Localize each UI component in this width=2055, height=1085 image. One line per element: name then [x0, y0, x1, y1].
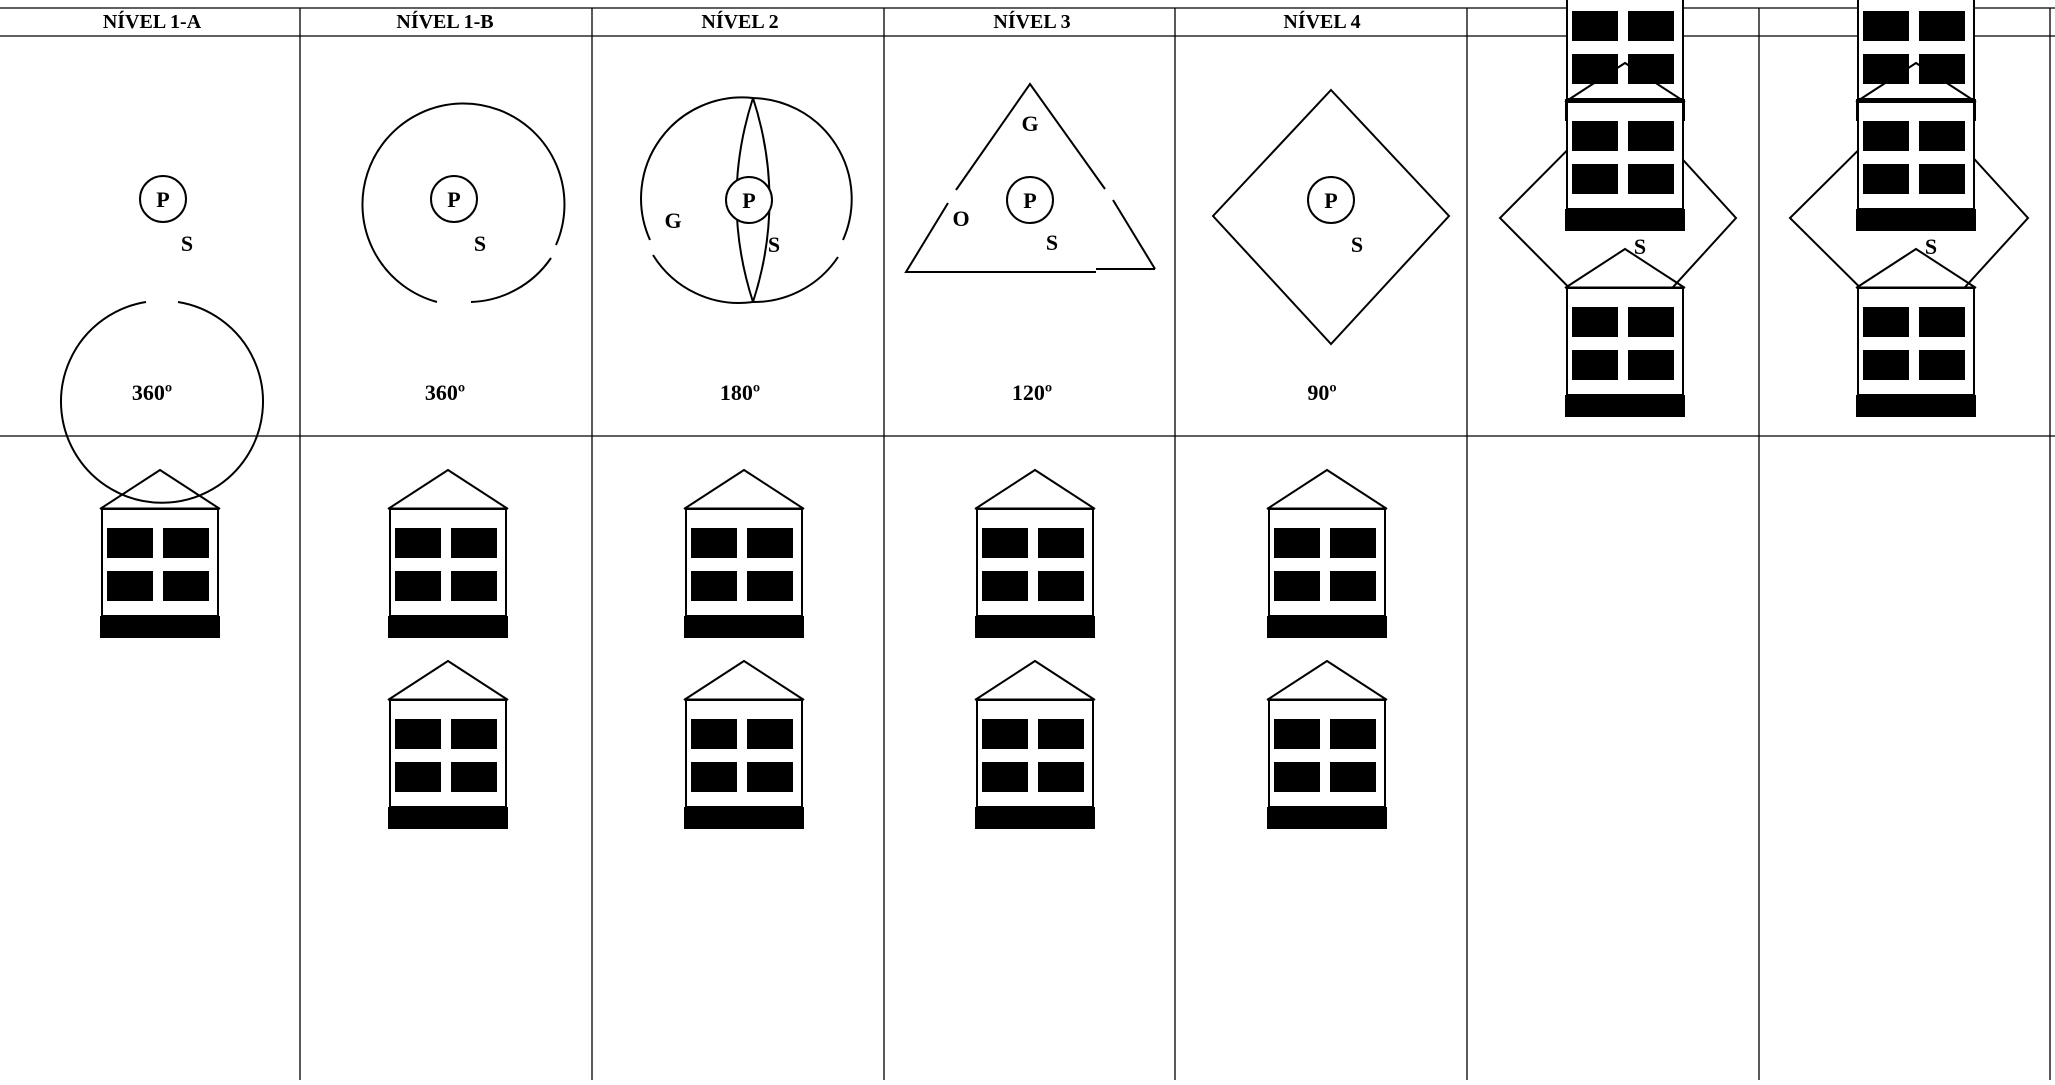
- house-icon: [1856, 249, 1976, 417]
- column-header: NÍVEL 2: [701, 10, 778, 33]
- house-icon: [684, 470, 804, 638]
- circle-boundary: [471, 258, 551, 302]
- house-icon: [1267, 661, 1387, 829]
- angle-label: 120º: [1012, 380, 1052, 405]
- p-label: P: [447, 187, 460, 212]
- triangle-boundary: [956, 84, 1105, 190]
- s-label: S: [1046, 230, 1058, 255]
- s-label: S: [1634, 234, 1646, 259]
- house-icon: [388, 470, 508, 638]
- angle-label: 90º: [1307, 380, 1336, 405]
- house-icon: [1565, 249, 1685, 417]
- s-label: S: [1925, 234, 1937, 259]
- p-label: P: [1324, 188, 1337, 213]
- s-label: S: [768, 232, 780, 257]
- house-icon: [684, 661, 804, 829]
- circle-boundary: [362, 104, 564, 302]
- o-label: O: [952, 206, 969, 231]
- p-label: P: [1023, 188, 1036, 213]
- triangle-boundary: [1113, 200, 1155, 269]
- angle-label: 180º: [720, 380, 760, 405]
- header-row: NÍVEL 1-A NÍVEL 1-B NÍVEL 2 NÍVEL 3 NÍVE…: [103, 10, 1361, 33]
- diamond-boundary: [1213, 90, 1449, 344]
- column-header: NÍVEL 4: [1283, 10, 1360, 33]
- g-label: G: [1021, 111, 1038, 136]
- p-label: P: [742, 188, 755, 213]
- angle-label: 360º: [132, 380, 172, 405]
- g-label: G: [664, 208, 681, 233]
- circle-boundary: [752, 257, 838, 302]
- s-label: S: [181, 231, 193, 256]
- level-1a-shape: [61, 176, 263, 503]
- circle-boundary: [653, 255, 753, 303]
- house-icon: [975, 470, 1095, 638]
- level-4-shape: [1213, 90, 1449, 344]
- house-icon: [1267, 470, 1387, 638]
- angle-label: 360º: [425, 380, 465, 405]
- column-header: NÍVEL 1-A: [103, 10, 202, 33]
- circle-boundary: [752, 98, 852, 240]
- column-header: NÍVEL 3: [993, 10, 1070, 33]
- p-label: P: [156, 187, 169, 212]
- level-1b-shape: [362, 104, 564, 302]
- column-header: NÍVEL 1-B: [396, 10, 493, 33]
- house-icon: [388, 661, 508, 829]
- triangle-boundary: [906, 203, 1096, 272]
- house-icon: [975, 661, 1095, 829]
- s-label: S: [1351, 232, 1363, 257]
- s-label: S: [474, 231, 486, 256]
